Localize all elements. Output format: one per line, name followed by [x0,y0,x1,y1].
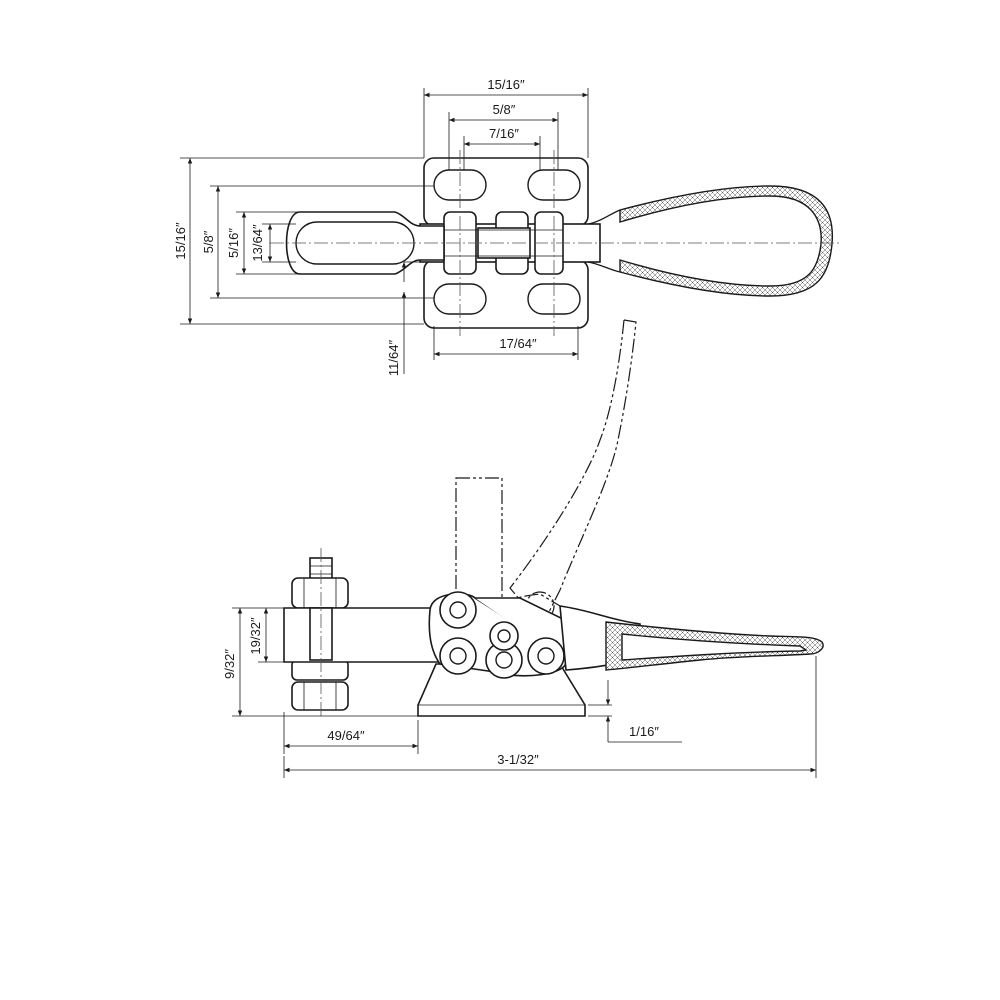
dim-bottom-offset: 11/64″ [386,340,401,377]
dim-left-overall: 15/16″ [173,222,188,260]
dim-top-inner: 7/16″ [489,126,519,141]
dim-left-slot-inner: 13/64″ [250,224,265,262]
raised-handle-phantom [509,319,625,601]
handle-grip-top [619,185,834,297]
dim-top-overall: 15/16″ [487,77,525,92]
top-view [270,150,840,336]
hex-nut-lower [291,681,349,711]
dim-side-overall: 3-1/32″ [497,752,539,767]
dim-side-spindle: 19/32″ [248,617,263,655]
side-view [283,319,824,717]
dim-top-outer: 5/8″ [493,102,516,117]
dim-bottom-spacing: 17/64″ [499,336,537,351]
handle-neck [587,261,621,273]
dim-side-total: 9/32″ [222,649,237,679]
raised-handle-phantom [544,319,637,621]
handle-neck [587,209,621,225]
dim-side-length: 49/64″ [327,728,365,743]
clamp-bar [283,607,447,663]
spindle-washer [291,659,349,681]
side-view-dimensions: 9/32″ 19/32″ 49/64″ 1/16″ 3-1/32″ [222,607,817,778]
hex-nut-upper [291,577,349,609]
top-view-dimensions: 15/16″ 5/8″ 7/16″ 15/16″ 5/8″ 5/16″ 13/6… [173,77,589,377]
dim-left-slot-outer: 5/16″ [226,228,241,258]
dim-left-holes: 5/8″ [201,230,216,253]
dim-side-base: 1/16″ [629,724,659,739]
raised-pivot-phantom [525,591,555,621]
